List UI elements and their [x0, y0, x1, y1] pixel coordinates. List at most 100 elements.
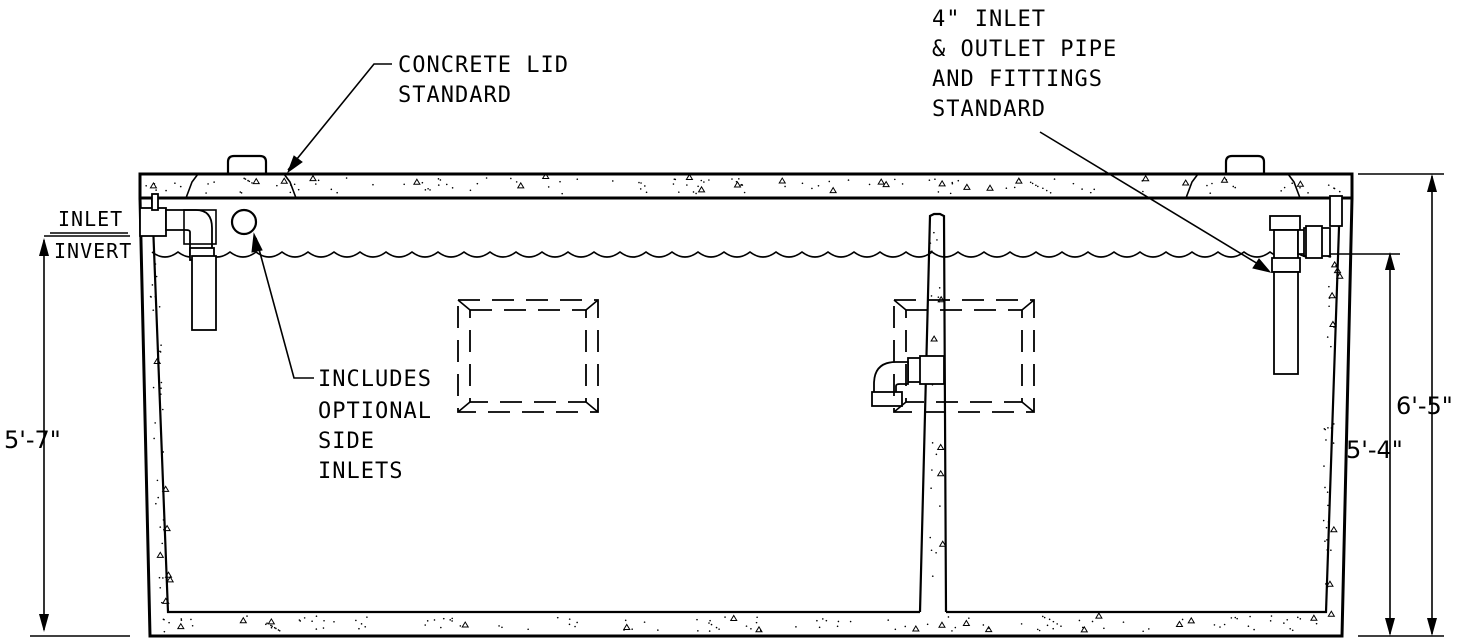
- concrete-speck: [988, 627, 990, 630]
- concrete-speck: [162, 577, 164, 579]
- concrete-speck: [1325, 604, 1328, 606]
- manway-right: [893, 299, 1035, 413]
- concrete-speck: [817, 184, 820, 187]
- concrete-speck: [986, 184, 994, 191]
- concrete-speck: [1330, 465, 1332, 468]
- concrete-speck: [1232, 185, 1235, 188]
- concrete-speck: [934, 178, 936, 181]
- concrete-speck: [1328, 291, 1336, 299]
- concrete-speck: [1095, 612, 1103, 619]
- concrete-speck: [270, 626, 273, 629]
- concrete-speck: [244, 178, 247, 180]
- concrete-speck: [451, 187, 454, 189]
- concrete-speck: [1330, 427, 1333, 429]
- concrete-speck: [568, 618, 571, 620]
- concrete-speck: [1326, 580, 1334, 587]
- concrete-speck: [164, 571, 173, 578]
- concrete-speck: [205, 192, 207, 194]
- concrete-speck: [1330, 260, 1339, 268]
- concrete-speck: [1269, 620, 1272, 622]
- side-inlet-circle: [230, 208, 258, 236]
- concrete-speck: [686, 184, 688, 186]
- concrete-speck: [818, 626, 821, 629]
- concrete-speck: [821, 618, 824, 620]
- concrete-speck: [928, 179, 931, 181]
- concrete-speck: [1080, 625, 1089, 633]
- concrete-speck: [1234, 616, 1237, 619]
- concrete-speck: [160, 344, 162, 346]
- baffle-wall: [918, 212, 948, 613]
- concrete-speck: [828, 180, 831, 183]
- concrete-speck: [1046, 624, 1049, 627]
- concrete-speck: [303, 617, 306, 619]
- concrete-speck: [527, 628, 529, 631]
- concrete-speck: [930, 295, 933, 297]
- concrete-speck: [756, 616, 758, 619]
- concrete-speck: [1280, 190, 1282, 192]
- concrete-speck: [576, 621, 578, 624]
- concrete-speck: [1093, 188, 1096, 191]
- concrete-speck: [904, 625, 907, 628]
- concrete-speck: [161, 597, 170, 604]
- concrete-speck: [936, 469, 945, 477]
- concrete-speck: [366, 616, 368, 618]
- concrete-speck: [159, 351, 162, 353]
- concrete-speck: [166, 575, 175, 583]
- concrete-speck: [289, 191, 292, 194]
- dimension-inlet-height: 5'-7": [4, 426, 61, 454]
- concrete-speck: [1296, 180, 1305, 187]
- concrete-speck: [1219, 626, 1221, 628]
- concrete-speck: [251, 182, 253, 184]
- concrete-speck: [248, 180, 251, 183]
- concrete-speck: [1335, 272, 1344, 279]
- concrete-speck: [372, 183, 374, 186]
- concrete-speck: [156, 551, 165, 558]
- concrete-speck: [836, 625, 839, 628]
- concrete-speck: [1333, 423, 1335, 425]
- concrete-speck: [678, 191, 680, 193]
- concrete-speck: [157, 496, 160, 499]
- concrete-speck: [559, 180, 561, 183]
- concrete-speck: [1142, 190, 1144, 193]
- concrete-speck: [1283, 186, 1286, 189]
- concrete-speck: [887, 619, 890, 621]
- concrete-speck: [1211, 182, 1213, 185]
- concrete-speck: [451, 617, 454, 620]
- concrete-speck: [1328, 297, 1331, 299]
- concrete-speck: [485, 177, 488, 179]
- concrete-speck: [330, 188, 333, 191]
- concrete-speck: [180, 618, 183, 620]
- concrete-speck: [315, 615, 318, 618]
- concrete-speck: [1291, 182, 1294, 184]
- concrete-speck: [708, 179, 710, 181]
- concrete-speck: [937, 191, 940, 193]
- concrete-speck: [937, 296, 940, 298]
- side-inlets-label-3: SIDE: [318, 429, 375, 454]
- concrete-speck: [1029, 181, 1032, 184]
- concrete-speck: [556, 616, 559, 619]
- dimension-liquid-height: 5'-4": [1346, 436, 1403, 464]
- concrete-speck: [161, 542, 164, 545]
- concrete-speck: [165, 558, 167, 561]
- concrete-speck: [156, 347, 159, 350]
- concrete-speck: [160, 393, 162, 395]
- concrete-speck: [266, 622, 268, 624]
- concrete-speck: [1325, 439, 1327, 441]
- concrete-speck: [645, 191, 648, 194]
- concrete-speck: [968, 617, 970, 619]
- concrete-speck: [741, 184, 744, 186]
- concrete-speck: [403, 183, 405, 186]
- concrete-speck: [1296, 616, 1299, 619]
- concrete-speck: [697, 630, 699, 632]
- inlet-outlet-label-3: AND FITTINGS: [932, 67, 1103, 92]
- dimension-lines: [30, 173, 1444, 637]
- concrete-speck: [1052, 627, 1055, 630]
- concrete-speck: [1175, 620, 1184, 627]
- concrete-speck: [1322, 519, 1325, 522]
- concrete-speck: [708, 622, 710, 624]
- concrete-speck: [951, 181, 954, 184]
- concrete-speck: [868, 183, 871, 186]
- concrete-speck: [778, 177, 787, 184]
- concrete-speck: [1310, 614, 1318, 621]
- concrete-speck: [1148, 628, 1150, 630]
